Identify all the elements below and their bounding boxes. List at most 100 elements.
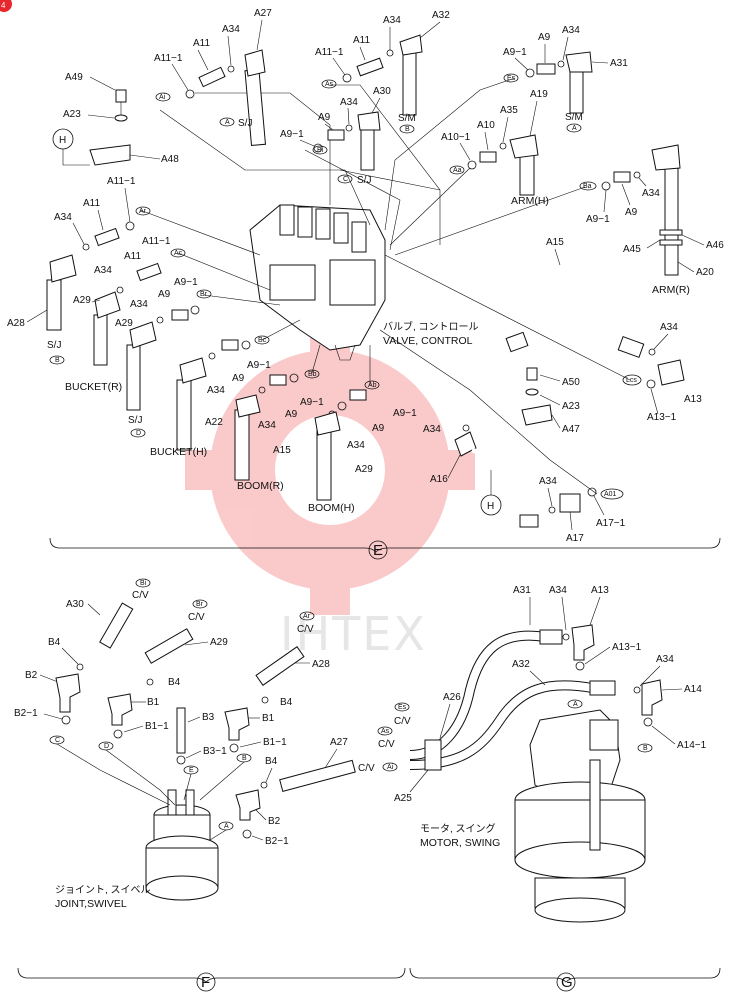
- oring-f-b2-1b: [242, 829, 252, 839]
- fitting-a16: [454, 431, 477, 457]
- elbow-a32: [399, 34, 423, 56]
- label-a9-1-mid: A9−1: [280, 129, 304, 140]
- fitting-a9-right: [536, 63, 556, 75]
- fitting-a15-left: [505, 331, 529, 353]
- label-f-b4-a: B4: [48, 637, 61, 648]
- label-a34-g: A34: [347, 440, 365, 451]
- oring-a9-1-g: [337, 401, 347, 411]
- elbow-f-b1-a: [107, 693, 133, 726]
- section-e: H A49 A23 A48 A11−1 A11 A34 A27 Ai A S/J…: [7, 8, 724, 560]
- label-f-a27: A27: [330, 737, 348, 748]
- oval-g-a: [567, 699, 583, 709]
- section-e-marker: [368, 540, 388, 560]
- oval-ai: [155, 92, 171, 102]
- label-a34-d: A34: [130, 299, 148, 310]
- label-f-a28: A28: [312, 659, 330, 670]
- fitting-f-b3: [176, 707, 186, 754]
- oval-f-ai: [382, 762, 398, 772]
- label-a9-1-right: A9−1: [503, 47, 527, 58]
- oring-a34-rt: [633, 171, 641, 179]
- svg-text:Ar: Ar: [303, 613, 311, 620]
- label-a9-f: A9: [285, 409, 298, 420]
- label-a15: A15: [546, 237, 564, 248]
- hose-a20: [664, 164, 679, 276]
- svg-text:B: B: [242, 755, 247, 762]
- label-f-b3-1: B3−1: [203, 746, 227, 757]
- label-f-cv-ai: C/V: [358, 763, 375, 774]
- label-f-b1-b: B1: [262, 713, 275, 724]
- label-a11-c: A11: [124, 251, 141, 262]
- label-g-a31: A31: [513, 585, 531, 596]
- label-a34-f: A34: [258, 420, 276, 431]
- svg-text:As: As: [381, 728, 390, 735]
- svg-text:Ac: Ac: [174, 250, 183, 257]
- svg-text:Bb: Bb: [308, 371, 317, 378]
- fitting-a11-c: [136, 262, 162, 282]
- corner-badge: [0, 0, 12, 12]
- label-a13: A13: [684, 394, 702, 405]
- label-a32: A32: [432, 10, 450, 21]
- label-f-a29: A29: [210, 637, 228, 648]
- oring-a34-h: [462, 424, 470, 432]
- label-f-a30: A30: [66, 599, 84, 610]
- svg-text:C: C: [343, 176, 348, 183]
- fitting-a16-end: [519, 514, 539, 528]
- label-a34-top1: A34: [222, 24, 240, 35]
- label-a11-mid: A11: [353, 35, 370, 46]
- label-f-b4-d: B4: [265, 756, 278, 767]
- oval-g-es: [394, 702, 410, 712]
- label-a28: A28: [7, 318, 25, 329]
- oval-bi: [312, 145, 328, 155]
- oval-br: [196, 289, 212, 299]
- svg-text:B: B: [55, 357, 60, 364]
- label-a48: A48: [161, 154, 179, 165]
- fitting-g-a31: [539, 629, 563, 645]
- hose-a32: [402, 49, 417, 116]
- oval-lcs: [622, 374, 642, 386]
- oring-a34-f: [258, 386, 266, 394]
- oring-a34-lb: [82, 243, 90, 251]
- label-a50: A50: [562, 377, 580, 388]
- label-g-a34-a: A34: [549, 585, 567, 596]
- label-a9-1-d: A9−1: [174, 277, 198, 288]
- oval-a01: [600, 488, 624, 500]
- oval-f-br: [192, 599, 208, 609]
- label-a9-1-e: A9−1: [247, 360, 271, 371]
- caption-bucket-r: BUCKET(R): [65, 381, 122, 393]
- bolt-a50: [526, 367, 538, 381]
- caption-joint-jp: ジョイント, スイベル: [55, 884, 151, 896]
- svg-text:Br: Br: [200, 291, 208, 298]
- svg-text:E: E: [189, 767, 194, 774]
- hose-a30: [360, 124, 375, 171]
- label-a9-g: A9: [372, 423, 385, 434]
- fitting-a11-mid: [356, 57, 384, 77]
- hose-a29-boom: [316, 429, 332, 501]
- oval-d-left: [130, 428, 146, 438]
- oring-a11-1-b: [125, 221, 135, 231]
- svg-text:D: D: [136, 430, 141, 437]
- label-a34-top2: A34: [383, 15, 401, 26]
- label-a23-top: A23: [63, 109, 81, 120]
- washer-a23-mid: [525, 388, 539, 396]
- caption-bucket-h: BUCKET(H): [150, 446, 207, 458]
- label-a29: A29: [73, 295, 91, 306]
- corner-badge-text: 4: [1, 1, 6, 10]
- hose-f-a29: [144, 628, 194, 664]
- oring-a34-mid: [345, 124, 353, 132]
- section-f: Bi C/V A30 Br C/V A29 Ar C/V A28 B4 B4 B…: [14, 578, 406, 992]
- bolt-a49: [115, 89, 127, 103]
- hose-a29-b: [126, 344, 141, 411]
- caption-sj-b: S/J: [47, 340, 61, 351]
- caption-arm-h: ARM(H): [511, 195, 549, 207]
- fitting-a9-rt: [613, 171, 631, 183]
- hose-a31: [569, 67, 584, 114]
- label-a16: A16: [430, 474, 448, 485]
- oring-f-b3-1: [176, 755, 186, 765]
- fitting-a9-mid: [327, 129, 345, 141]
- elbow-a29-boom: [314, 411, 341, 436]
- label-a9-e: A9: [232, 373, 245, 384]
- hose-a29-left: [93, 314, 108, 366]
- oring-a35: [499, 142, 507, 150]
- elbow-f-b2-b: [235, 789, 261, 821]
